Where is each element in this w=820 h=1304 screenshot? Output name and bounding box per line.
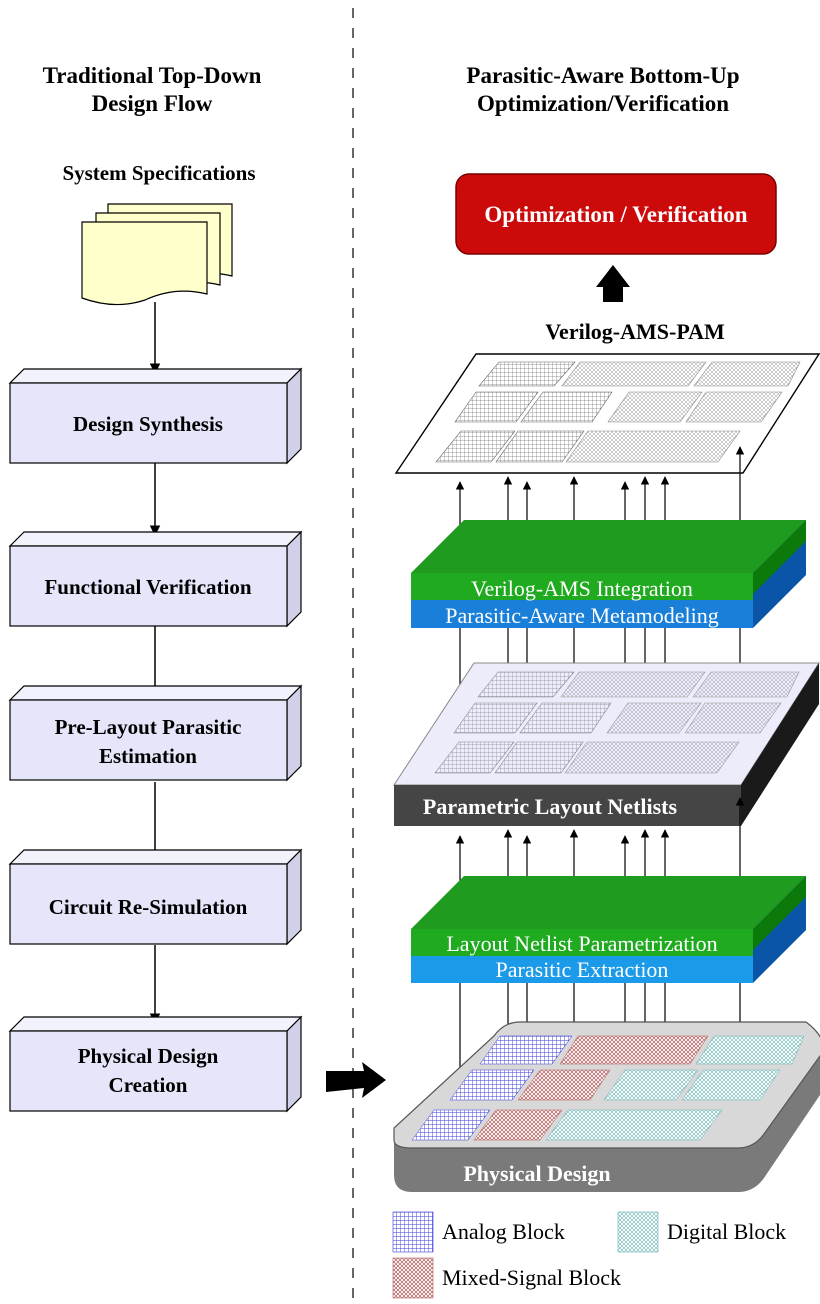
pam-layer [394,353,820,474]
right-title-line1: Parasitic-Aware Bottom-Up [466,63,739,88]
step-label: Functional Verification [44,575,251,599]
handoff-arrow [326,1062,386,1098]
step-label-line1: Physical Design [78,1044,219,1068]
right-title-line2: Optimization/Verification [477,91,729,116]
physical-design-plate: Physical Design [393,1021,820,1192]
netlists-label: Parametric Layout Netlists [423,794,678,819]
step-label-line2: Creation [109,1073,188,1097]
step-design-synthesis: Design Synthesis [8,367,303,465]
up-arrow [596,265,630,302]
spec-label: System Specifications [62,161,255,185]
step-label-line1: Pre-Layout Parasitic [55,715,242,739]
step-circuit-re-simulation: Circuit Re-Simulation [8,848,303,946]
integration-label: Verilog-AMS Integration [471,576,693,601]
metamodeling-label: Parasitic-Aware Metamodeling [445,603,719,628]
left-title-line1: Traditional Top-Down [43,63,262,88]
extraction-label: Parasitic Extraction [496,957,669,982]
legend-label-mixed: Mixed-Signal Block [442,1265,621,1290]
physical-label: Physical Design [463,1161,610,1186]
step-pre-layout-parasitic-estimation: Pre-Layout Parasitic Estimation [8,684,303,782]
step-functional-verification: Functional Verification [8,530,303,628]
legend-label-digital: Digital Block [667,1219,786,1244]
step-physical-design-creation: Physical Design Creation [8,1015,303,1113]
svg-text:Optimization / Verification: Optimization / Verification [484,202,747,227]
legend-swatch-mixed [392,1257,434,1299]
legend-swatch-digital [617,1211,659,1253]
step-label: Circuit Re-Simulation [49,895,248,919]
metamodeling-slab: Verilog-AMS Integration Parasitic-Aware … [411,520,806,628]
left-title-line2: Design Flow [92,91,213,116]
specification-documents-icon [81,203,233,306]
step-label-line2: Estimation [99,744,197,768]
legend: Analog Block Digital Block Mixed-Signal … [392,1211,786,1299]
legend-swatch-analog [392,1211,434,1253]
step-label: Design Synthesis [73,412,223,436]
extraction-slab: Layout Netlist Parametrization Parasitic… [411,876,806,983]
netlists-slab: Parametric Layout Netlists [393,662,820,826]
optimization-verification-box: Optimization / Verification [455,173,777,255]
parametrization-label: Layout Netlist Parametrization [446,931,717,956]
pam-label: Verilog-AMS-PAM [545,319,725,344]
legend-label-analog: Analog Block [442,1219,565,1244]
